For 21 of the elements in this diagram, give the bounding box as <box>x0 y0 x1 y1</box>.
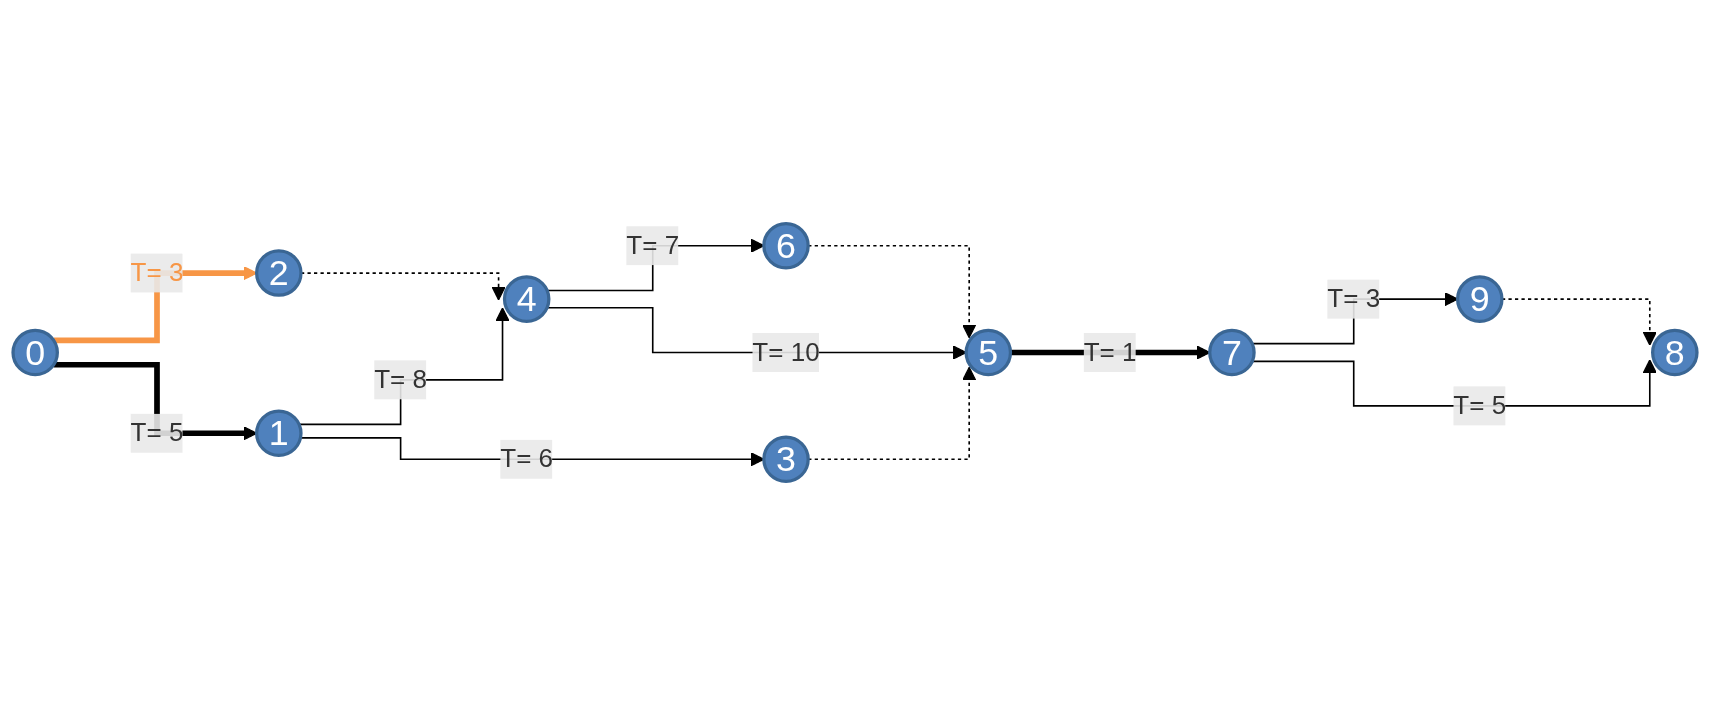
node-circle: 0 <box>11 328 59 377</box>
edge-label: T= 6 <box>500 444 554 473</box>
node-circle: 8 <box>1651 328 1699 377</box>
node-circle: 6 <box>762 221 810 270</box>
node-circle: 3 <box>762 435 810 484</box>
edge-label: T= 1 <box>1083 337 1137 366</box>
edge-label: T= 8 <box>374 365 428 393</box>
node-circle: 5 <box>964 328 1013 377</box>
node-circle: 1 <box>255 409 303 458</box>
edge-label: T= 7 <box>626 231 680 259</box>
node-circle: 2 <box>255 249 303 297</box>
edge-label: T= 3 <box>130 258 184 287</box>
edge-label: T= 5 <box>1453 391 1507 419</box>
node-circle: 9 <box>1456 275 1504 323</box>
arrow <box>807 244 977 339</box>
node-circle: 4 <box>502 275 551 323</box>
node-circle: 7 <box>1208 328 1256 377</box>
arrow <box>807 366 977 461</box>
edge-label: T= 10 <box>752 337 820 366</box>
edge-label: T= 3 <box>1327 284 1381 313</box>
edge-label: T= 5 <box>130 418 184 447</box>
